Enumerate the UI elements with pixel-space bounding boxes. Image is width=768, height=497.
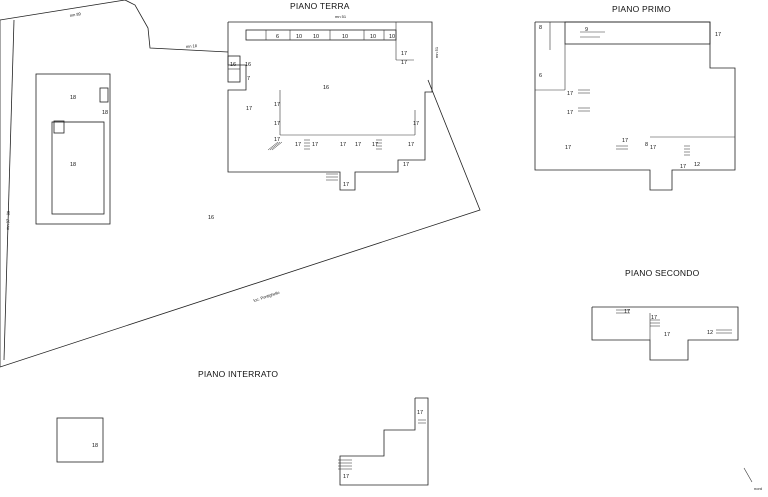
stair-symbols	[267, 89, 732, 470]
title-basement: PIANO INTERRATO	[198, 369, 278, 379]
room-label: 8	[539, 25, 542, 31]
north-arrow: nord	[743, 467, 762, 491]
title-first-floor: PIANO PRIMO	[612, 4, 671, 14]
room-label: 17	[567, 110, 573, 116]
road-label-diagonal: loc. Pontighello	[253, 290, 281, 303]
room-label: 12	[707, 330, 713, 336]
room-label: 10	[313, 34, 319, 40]
room-label: 17	[622, 138, 628, 144]
title-ground-floor: PIANO TERRA	[290, 1, 350, 11]
room-label: 6	[276, 34, 279, 40]
room-label: 17	[624, 309, 630, 315]
north-label: nord	[754, 486, 762, 491]
parcel-mn51-side: mn 51	[434, 46, 439, 58]
room-label: 6	[539, 73, 542, 79]
room-label: 16	[245, 62, 251, 68]
basement-plan	[56, 397, 429, 486]
room-label: 17	[417, 410, 423, 416]
room-label: 7	[247, 76, 250, 82]
room-label: 17	[565, 145, 571, 151]
room-label: 18	[70, 95, 76, 101]
room-label: 18	[102, 110, 108, 116]
room-label: 17	[413, 121, 419, 127]
road-label-left: mn 97 - 89	[5, 210, 11, 230]
outbuilding	[35, 73, 111, 225]
room-label: 17	[355, 142, 361, 148]
room-label: 17	[312, 142, 318, 148]
room-label: 17	[343, 182, 349, 188]
room-label: 18	[92, 443, 98, 449]
basement-room-labels: 18 17 17	[92, 410, 423, 480]
ground-floor-plan	[227, 21, 433, 191]
room-label: 17	[664, 332, 670, 338]
ground-floor-room-labels: 6 10 10 10 10 10 16 16 7 17 17 17 17 16 …	[230, 34, 419, 188]
first-floor-room-labels: 8 9 17 6 17 17 17 17 8 17 17 12	[539, 25, 721, 170]
room-label: 10	[370, 34, 376, 40]
outbuilding-room-labels: 18 18 18 16	[70, 95, 214, 221]
room-label: 12	[694, 162, 700, 168]
parcel-mn51-top: mn 51	[335, 14, 347, 19]
title-second-floor: PIANO SECONDO	[625, 268, 700, 278]
room-label: 9	[585, 27, 588, 33]
room-label: 17	[408, 142, 414, 148]
room-label: 10	[296, 34, 302, 40]
room-label: 17	[340, 142, 346, 148]
room-label: 17	[403, 162, 409, 168]
first-floor-plan	[534, 21, 736, 191]
room-label: 10	[342, 34, 348, 40]
room-label: 17	[274, 102, 280, 108]
room-label: 17	[274, 121, 280, 127]
room-label: 10	[389, 34, 395, 40]
room-label: 17	[401, 60, 407, 66]
site-boundary	[0, 0, 481, 368]
room-label: 17	[401, 51, 407, 57]
room-label: 17	[274, 137, 280, 143]
room-label: 17	[246, 106, 252, 112]
room-label: 16	[208, 215, 214, 221]
second-floor-room-labels: 17 17 17 12	[624, 309, 713, 338]
room-label: 17	[651, 315, 657, 321]
room-label: 17	[680, 164, 686, 170]
room-label: 17	[343, 474, 349, 480]
second-floor-plan	[591, 306, 739, 361]
room-label: 18	[70, 162, 76, 168]
room-label: 17	[295, 142, 301, 148]
room-label: 16	[323, 85, 329, 91]
parcel-mn18: mn 18	[186, 43, 198, 49]
room-label: 8	[645, 142, 648, 148]
room-label: 17	[567, 91, 573, 97]
room-label: 16	[230, 62, 236, 68]
parcel-mn89: mn 89	[69, 11, 82, 18]
room-label: 17	[650, 145, 656, 151]
room-label: 17	[372, 142, 378, 148]
room-label: 17	[715, 32, 721, 38]
